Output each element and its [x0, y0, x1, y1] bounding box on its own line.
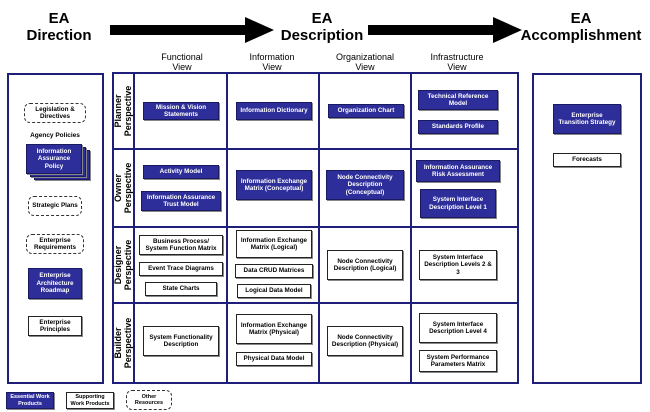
- info-exchange-physical-box: Information Exchange Matrix (Physical): [236, 314, 312, 344]
- row-owner-line1: Owner: [113, 174, 123, 203]
- row-planner-line1: Planner: [113, 94, 123, 128]
- row-owner-perspective: Owner Perspective: [113, 151, 133, 225]
- arrow-direction-to-description-icon: [110, 17, 274, 43]
- row-builder-perspective: Builder Perspective: [113, 306, 133, 380]
- column-infrastructure-line1: Infrastructure: [430, 52, 484, 62]
- grid-divider-row1: [112, 148, 519, 150]
- row-builder-line2: Perspective: [123, 317, 133, 369]
- column-infrastructure-line2: View: [447, 62, 467, 72]
- business-process-matrix-box: Business Process/ System Function Matrix: [139, 235, 223, 255]
- grid-divider-col3: [410, 72, 412, 384]
- ea-roadmap-box: Enterprise Architecture Roadmap: [28, 268, 82, 299]
- column-functional-line2: View: [172, 62, 192, 72]
- activity-model-box: Activity Model: [143, 165, 219, 179]
- organization-chart-box: Organization Chart: [328, 104, 404, 118]
- header-ea-description: EA Description: [272, 10, 372, 44]
- grid-divider-col2: [318, 72, 320, 384]
- header-direction-line2: Direction: [26, 27, 92, 44]
- node-connectivity-conceptual-box: Node Connectivity Description (Conceptua…: [326, 170, 404, 200]
- data-crud-matrices-box: Data CRUD Matrices: [235, 264, 313, 278]
- forecasts-box: Forecasts: [553, 153, 621, 167]
- node-connectivity-logical-box: Node Connectivity Description (Logical): [327, 250, 403, 280]
- info-exchange-logical-box: Information Exchange Matrix (Logical): [236, 230, 312, 258]
- row-designer-line2: Perspective: [123, 239, 133, 291]
- ia-policy-box: Information Assurance Policy: [26, 144, 82, 174]
- event-trace-diagrams-box: Event Trace Diagrams: [139, 262, 223, 276]
- system-performance-matrix-box: System Performance Parameters Matrix: [419, 350, 497, 372]
- column-information-line2: View: [262, 62, 282, 72]
- column-organizational-line1: Organizational: [335, 52, 395, 62]
- grid-divider-row2: [112, 226, 519, 228]
- column-organizational-view: Organizational View: [320, 52, 410, 72]
- physical-data-model-box: Physical Data Model: [236, 352, 312, 366]
- header-accomplishment-line2: Accomplishment: [520, 27, 642, 44]
- standards-profile-box: Standards Profile: [418, 120, 498, 134]
- arrow-description-to-accomplishment-icon: [368, 17, 522, 43]
- state-charts-box: State Charts: [145, 282, 217, 296]
- node-connectivity-physical-box: Node Connectivity Description (Physical): [327, 326, 403, 356]
- enterprise-requirements-box: Enterprise Requirements: [26, 234, 84, 254]
- legend-essential-work-products: Essential Work Products: [6, 392, 54, 409]
- strategic-plans-box: Strategic Plans: [28, 196, 82, 216]
- row-designer-line1: Designer: [113, 245, 123, 285]
- header-description-line2: Description: [280, 27, 364, 44]
- system-functionality-description-box: System Functionality Description: [143, 326, 219, 356]
- header-accomplishment-line1: EA: [570, 10, 592, 27]
- grid-divider-row3: [112, 302, 519, 304]
- row-planner-line2: Perspective: [123, 85, 133, 137]
- info-exchange-conceptual-box: Information Exchange Matrix (Conceptual): [236, 170, 312, 200]
- system-interface-levels-2-3-box: System Interface Description Levels 2 & …: [419, 250, 497, 280]
- grid-divider-rowlabels: [133, 72, 135, 384]
- information-dictionary-box: Information Dictionary: [236, 102, 312, 120]
- system-interface-level4-box: System Interface Description Level 4: [419, 313, 497, 343]
- header-direction-line1: EA: [48, 10, 70, 27]
- ia-trust-model-box: Information Assurance Trust Model: [141, 191, 221, 211]
- column-functional-line1: Functional: [161, 52, 203, 62]
- column-functional-view: Functional View: [137, 52, 227, 72]
- row-owner-line2: Perspective: [123, 162, 133, 214]
- agency-policies-label: Agency Policies: [30, 132, 80, 139]
- legend-other-resources: Other Resources: [126, 390, 172, 410]
- grid-divider-col1: [226, 72, 228, 384]
- header-description-line1: EA: [311, 10, 333, 27]
- header-ea-direction: EA Direction: [14, 10, 104, 44]
- technical-reference-model-box: Technical Reference Model: [418, 90, 498, 110]
- column-organizational-line2: View: [355, 62, 375, 72]
- row-builder-line1: Builder: [113, 327, 123, 359]
- enterprise-principles-box: Enterprise Principles: [28, 316, 82, 336]
- ia-risk-assessment-box: Information Assurance Risk Assessment: [416, 160, 500, 182]
- description-grid: [112, 72, 519, 384]
- mission-vision-box: Mission & Vision Statements: [143, 102, 219, 120]
- row-designer-perspective: Designer Perspective: [113, 228, 133, 302]
- column-information-view: Information View: [227, 52, 317, 72]
- column-infrastructure-view: Infrastructure View: [412, 52, 502, 72]
- row-planner-perspective: Planner Perspective: [113, 74, 133, 148]
- legend-supporting-work-products: Supporting Work Products: [66, 392, 114, 409]
- legislation-box: Legislation & Directives: [24, 103, 86, 123]
- header-ea-accomplishment: EA Accomplishment: [518, 10, 644, 44]
- logical-data-model-box: Logical Data Model: [237, 284, 311, 298]
- enterprise-transition-strategy-box: Enterprise Transition Strategy: [553, 104, 621, 134]
- system-interface-level1-box: System Interface Description Level 1: [420, 189, 496, 218]
- column-information-line1: Information: [249, 52, 295, 62]
